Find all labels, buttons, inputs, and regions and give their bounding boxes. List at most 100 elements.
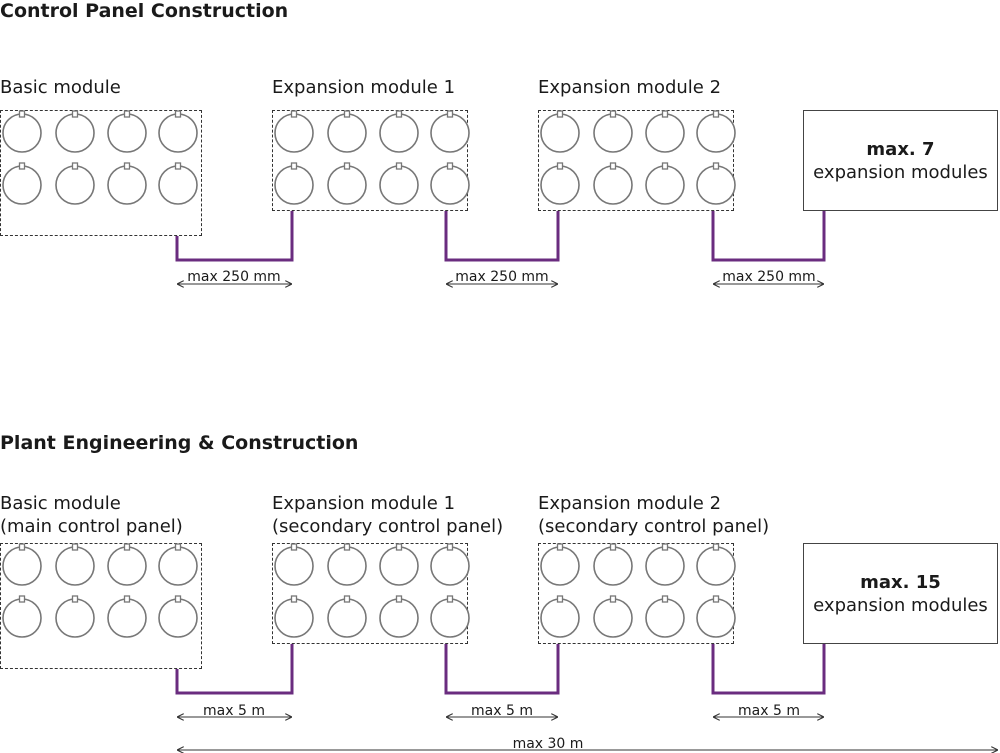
terminal-notch <box>290 595 298 603</box>
module-label-line: Expansion module 2 <box>538 77 722 98</box>
terminal-notch <box>661 110 669 118</box>
terminal-circle <box>107 165 147 205</box>
connection-cable <box>711 644 826 695</box>
terminal-circle <box>379 598 419 638</box>
terminal-circle <box>274 598 314 638</box>
basic-module <box>0 110 202 236</box>
terminal-notch <box>71 162 79 170</box>
terminal-circle <box>158 165 198 205</box>
module-label-line: Basic module <box>0 493 121 514</box>
terminal-circle <box>107 546 147 586</box>
terminal-circle <box>593 165 633 205</box>
terminal-notch <box>395 110 403 118</box>
terminal-circle <box>2 113 42 153</box>
terminal-circle <box>327 113 367 153</box>
terminal-circle <box>379 113 419 153</box>
terminal-circle <box>696 546 736 586</box>
terminal-notch <box>71 543 79 551</box>
max-count: max. 7 <box>866 138 935 160</box>
terminal-circle <box>593 546 633 586</box>
connection-cable <box>175 644 294 695</box>
terminal-notch <box>661 543 669 551</box>
terminal-notch <box>609 162 617 170</box>
terminal-notch <box>71 110 79 118</box>
module-label: Expansion module 2 (secondary control pa… <box>538 492 769 538</box>
module-label: Expansion module 2 <box>538 76 721 99</box>
terminal-circle <box>645 165 685 205</box>
terminal-notch <box>609 110 617 118</box>
connection-cable <box>711 211 826 262</box>
terminal-notch <box>343 543 351 551</box>
max-expansion-box: max. 7 expansion modules <box>803 110 998 211</box>
terminal-circle <box>327 598 367 638</box>
module-label: Basic module (main control panel) <box>0 492 183 538</box>
terminal-circle <box>107 598 147 638</box>
max-count-caption: expansion modules <box>813 594 988 616</box>
terminal-circle <box>696 113 736 153</box>
terminal-notch <box>123 110 131 118</box>
section-title: Plant Engineering & Construction <box>0 432 359 454</box>
terminal-notch <box>18 162 26 170</box>
terminal-notch <box>712 162 720 170</box>
module-label-line: (secondary control panel) <box>272 516 504 537</box>
terminal-notch <box>290 543 298 551</box>
terminal-notch <box>395 595 403 603</box>
connection-cable <box>444 211 560 262</box>
terminal-circle <box>2 165 42 205</box>
terminal-notch <box>395 162 403 170</box>
terminal-circle <box>158 598 198 638</box>
terminal-circle <box>430 113 470 153</box>
terminal-circle <box>696 165 736 205</box>
terminal-notch <box>661 162 669 170</box>
terminal-circle <box>379 165 419 205</box>
terminal-circle <box>55 113 95 153</box>
terminal-notch <box>556 110 564 118</box>
max-count-caption: expansion modules <box>813 161 988 183</box>
terminal-notch <box>446 162 454 170</box>
expansion-module-1 <box>272 110 468 211</box>
terminal-notch <box>123 543 131 551</box>
terminal-notch <box>343 162 351 170</box>
terminal-notch <box>18 543 26 551</box>
terminal-notch <box>395 543 403 551</box>
terminal-circle <box>274 113 314 153</box>
module-label-line: Expansion module 2 <box>538 493 722 514</box>
terminal-notch <box>661 595 669 603</box>
terminal-notch <box>609 543 617 551</box>
terminal-notch <box>556 595 564 603</box>
terminal-notch <box>343 110 351 118</box>
terminal-notch <box>174 110 182 118</box>
terminal-notch <box>174 595 182 603</box>
terminal-circle <box>593 113 633 153</box>
terminal-circle <box>430 165 470 205</box>
module-label: Expansion module 1 <box>272 76 455 99</box>
terminal-notch <box>290 110 298 118</box>
module-label-line: Expansion module 1 <box>272 77 456 98</box>
terminal-notch <box>446 543 454 551</box>
terminal-notch <box>18 595 26 603</box>
terminal-circle <box>2 598 42 638</box>
terminal-notch <box>556 162 564 170</box>
terminal-notch <box>446 110 454 118</box>
terminal-circle <box>540 598 580 638</box>
terminal-circle <box>274 165 314 205</box>
terminal-circle <box>645 113 685 153</box>
terminal-circle <box>540 165 580 205</box>
terminal-notch <box>609 595 617 603</box>
terminal-circle <box>645 598 685 638</box>
terminal-circle <box>540 113 580 153</box>
terminal-circle <box>107 113 147 153</box>
terminal-notch <box>174 543 182 551</box>
terminal-circle <box>158 546 198 586</box>
basic-module <box>0 543 202 669</box>
module-label-line: Basic module <box>0 77 121 98</box>
expansion-module-2 <box>538 110 734 211</box>
terminal-circle <box>696 598 736 638</box>
terminal-circle <box>327 165 367 205</box>
terminal-notch <box>446 595 454 603</box>
terminal-circle <box>158 113 198 153</box>
terminal-notch <box>174 162 182 170</box>
terminal-circle <box>430 546 470 586</box>
terminal-circle <box>55 546 95 586</box>
terminal-notch <box>712 595 720 603</box>
